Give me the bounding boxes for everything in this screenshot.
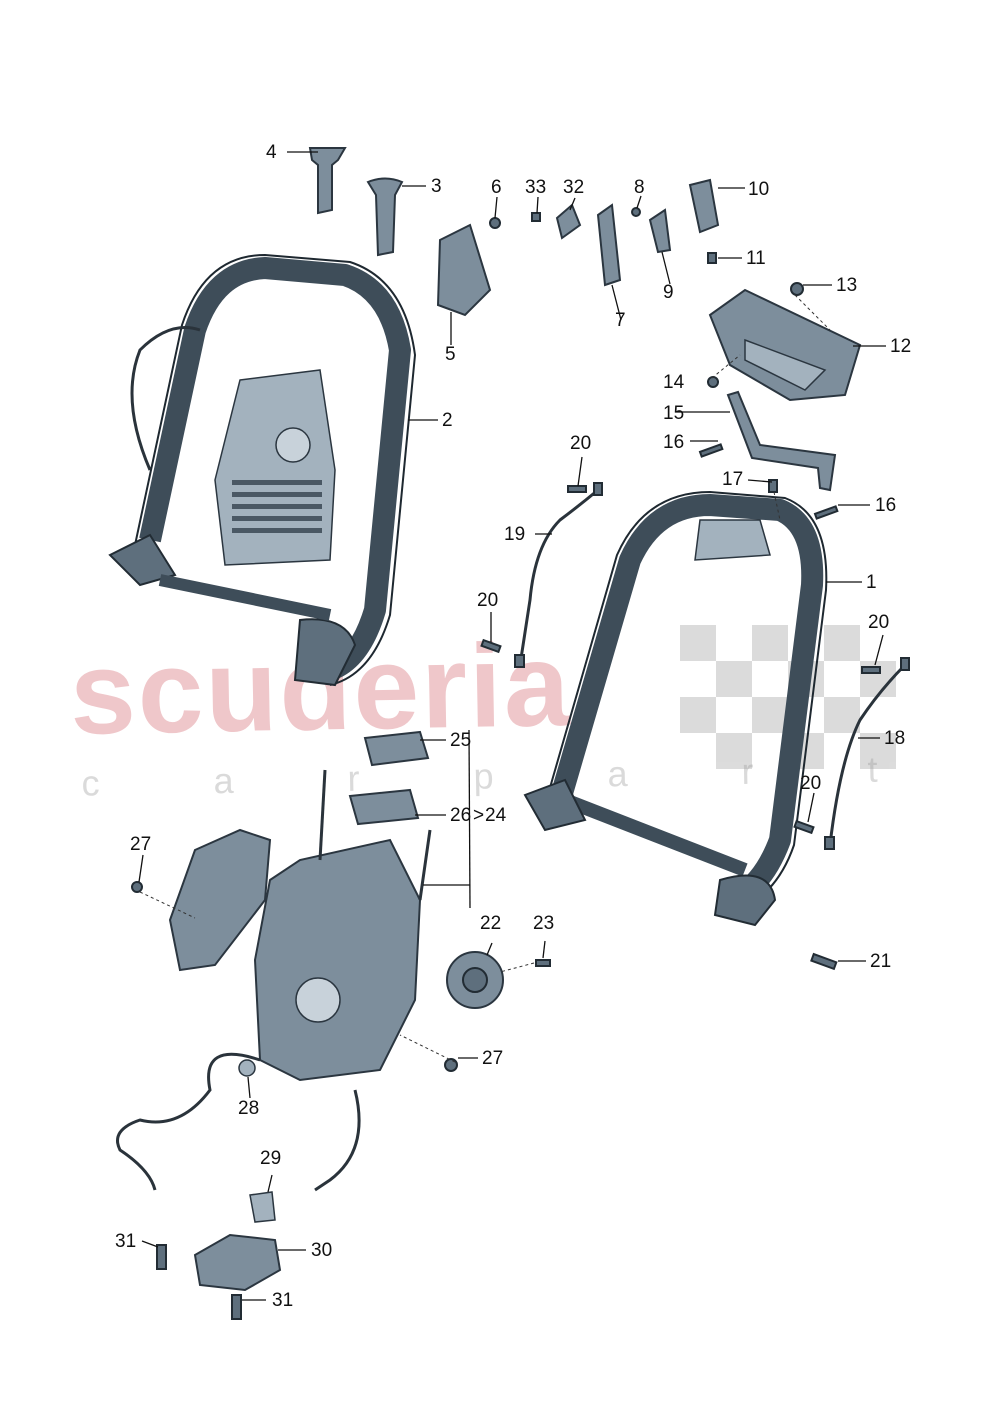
clip-27b[interactable] — [444, 1058, 458, 1072]
callout-6: 6 — [491, 177, 502, 198]
fastener-31b[interactable] — [231, 1294, 242, 1320]
callout-22: 22 — [480, 913, 501, 934]
callout-32: 32 — [563, 177, 584, 198]
cable-18[interactable] — [824, 657, 910, 850]
screw-13[interactable] — [790, 282, 804, 296]
clip-32[interactable] — [555, 203, 582, 240]
trim-9[interactable] — [648, 208, 672, 254]
screw-8[interactable] — [631, 207, 641, 217]
callout-16a: 16 — [663, 432, 684, 453]
callout-30: 30 — [311, 1240, 332, 1261]
clip-27a[interactable] — [131, 881, 143, 893]
module-26[interactable] — [348, 788, 420, 826]
seat-back-frame-upper[interactable] — [108, 253, 417, 687]
screw-20b[interactable] — [480, 638, 502, 654]
callout-23: 23 — [533, 913, 554, 934]
callout-16b: 16 — [875, 495, 896, 516]
callout-4: 4 — [266, 142, 277, 163]
callout-labels: 4 3 6 33 32 8 10 11 9 13 7 12 5 14 15 2 … — [115, 142, 911, 1311]
callout-12: 12 — [890, 336, 911, 357]
callout-9: 9 — [663, 282, 674, 303]
trim-7[interactable] — [596, 203, 622, 287]
callout-8: 8 — [634, 177, 645, 198]
callout-25: 25 — [450, 730, 471, 751]
callout-33: 33 — [525, 177, 546, 198]
screw-33[interactable] — [531, 212, 541, 222]
bracket-5[interactable] — [436, 223, 492, 317]
screw-14[interactable] — [707, 376, 719, 388]
screw-20c[interactable] — [861, 666, 881, 674]
callout-28: 28 — [238, 1098, 259, 1119]
screw-16a[interactable] — [698, 443, 724, 458]
screw-23[interactable] — [535, 959, 551, 967]
callout-5: 5 — [445, 344, 456, 365]
pump-22[interactable] — [446, 951, 504, 1009]
callout-21: 21 — [870, 951, 891, 972]
callout-20a: 20 — [570, 433, 591, 454]
callout-2: 2 — [442, 410, 453, 431]
callout-3: 3 — [431, 176, 442, 197]
headrest-guide-4[interactable] — [308, 147, 347, 215]
callout-24: 24 — [485, 805, 507, 826]
screw-17[interactable] — [768, 479, 778, 493]
cross-member-12[interactable] — [708, 288, 862, 402]
callout-11: 11 — [746, 248, 766, 269]
callout-24-bracket: > — [473, 805, 484, 826]
screw-20a[interactable] — [567, 485, 587, 493]
callout-19: 19 — [504, 524, 525, 545]
callout-13: 13 — [836, 275, 857, 296]
callout-20c: 20 — [868, 612, 889, 633]
callout-26: 26 — [450, 805, 471, 826]
screw-6[interactable] — [489, 217, 501, 229]
checkered-flag-icon — [680, 625, 896, 769]
module-25[interactable] — [363, 730, 430, 767]
dashed-lines — [139, 294, 831, 1063]
screw-21[interactable] — [810, 952, 838, 971]
screw-11[interactable] — [707, 252, 717, 264]
callout-7: 7 — [615, 310, 626, 331]
side-module-27[interactable] — [168, 828, 272, 972]
screw-20d[interactable] — [793, 819, 815, 835]
callout-27b: 27 — [482, 1048, 503, 1069]
headrest-guide-3[interactable] — [366, 177, 404, 257]
screw-16b[interactable] — [813, 505, 839, 520]
callout-17: 17 — [722, 469, 743, 490]
callout-29: 29 — [260, 1148, 281, 1169]
callout-27a: 27 — [130, 834, 151, 855]
leader-lines — [138, 151, 886, 1301]
callout-14: 14 — [663, 372, 685, 393]
fastener-31a[interactable] — [156, 1244, 167, 1270]
callout-31a: 31 — [115, 1231, 136, 1252]
callout-31b: 31 — [272, 1290, 293, 1311]
control-unit-30[interactable] — [193, 1233, 282, 1292]
cap-28[interactable] — [238, 1059, 256, 1077]
callout-18: 18 — [884, 728, 905, 749]
seat-back-frame-main[interactable] — [523, 490, 828, 927]
brace-15[interactable] — [726, 390, 837, 492]
callout-1: 1 — [866, 572, 877, 593]
callout-15: 15 — [663, 403, 684, 424]
callout-20b: 20 — [477, 590, 498, 611]
connector-29[interactable] — [249, 1191, 276, 1223]
cover-10[interactable] — [688, 178, 720, 234]
callout-10: 10 — [748, 179, 769, 200]
rear-panel-assembly[interactable] — [116, 769, 432, 1192]
cable-19[interactable] — [514, 482, 603, 668]
callout-20d: 20 — [800, 773, 821, 794]
